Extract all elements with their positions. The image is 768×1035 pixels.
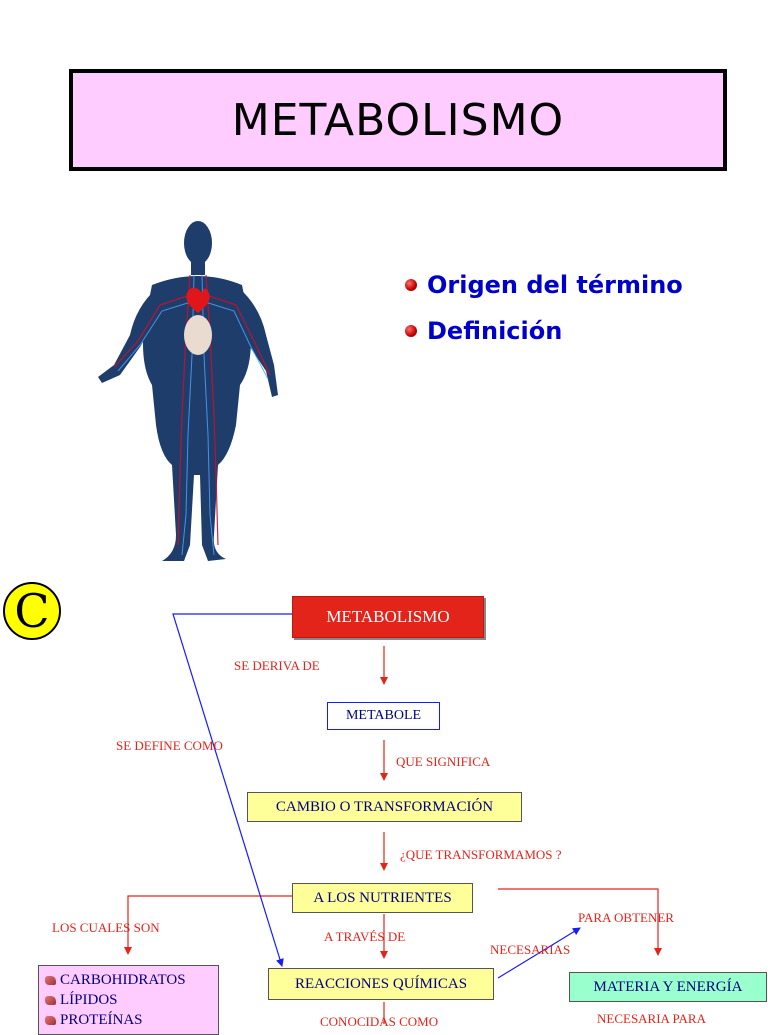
list-item-label: CARBOHIDRATOS (60, 971, 186, 988)
title-banner: METABOLISMO (69, 69, 727, 171)
bullet-dot-icon (405, 325, 417, 337)
link-para-obtener: PARA OBTENER (578, 910, 674, 925)
stomach-organ (184, 315, 212, 355)
node-nutrientes: A LOS NUTRIENTES (292, 883, 473, 913)
list-item: CARBOHIDRATOS (45, 970, 186, 990)
bullet-definicion: Definición (405, 308, 683, 354)
bullet-text: Origen del término (427, 271, 683, 299)
page-title: METABOLISMO (231, 94, 565, 146)
human-body-illustration (98, 221, 278, 561)
list-item: PROTEÍNAS (45, 1010, 143, 1030)
link-necesaria-para: NECESARIA PARA (597, 1011, 706, 1026)
node-cambio-transformacion: CAMBIO O TRANSFORMACIÓN (247, 792, 522, 822)
link-que-transformamos: ¿QUE TRANSFORMAMOS ? (400, 847, 562, 862)
link-se-define-como: SE DEFINE COMO (116, 738, 223, 753)
link-necesarias: NECESARIAS (490, 942, 571, 957)
list-item: LÍPIDOS (45, 990, 118, 1010)
list-item-label: PROTEÍNAS (60, 1011, 143, 1028)
link-se-deriva-de: SE DERIVA DE (234, 658, 320, 673)
link-los-cuales-son: LOS CUALES SON (52, 920, 160, 935)
leaf-bullet-icon (45, 975, 56, 985)
node-metabole: METABOLE (327, 702, 440, 730)
bullet-text: Definición (427, 317, 563, 345)
heart-organ (186, 287, 210, 313)
list-item-label: LÍPIDOS (60, 991, 118, 1008)
topic-bullets: Origen del término Definición (405, 262, 683, 354)
node-materia-energia: MATERIA Y ENERGÍA (569, 972, 767, 1002)
node-reacciones-quimicas: REACCIONES QUÍMICAS (268, 968, 494, 1000)
bullet-dot-icon (405, 279, 417, 291)
letter-badge: C (3, 582, 61, 640)
link-que-significa: QUE SIGNIFICA (396, 754, 491, 769)
node-metabolismo: METABOLISMO (292, 596, 484, 638)
bullet-origen: Origen del término (405, 262, 683, 308)
link-a-traves-de: A TRAVÉS DE (324, 929, 406, 944)
node-nutrient-list: CARBOHIDRATOS LÍPIDOS PROTEÍNAS (38, 965, 219, 1035)
leaf-bullet-icon (45, 995, 56, 1005)
link-conocidas-como: CONOCIDAS COMO (320, 1014, 439, 1029)
leaf-bullet-icon (45, 1015, 56, 1025)
